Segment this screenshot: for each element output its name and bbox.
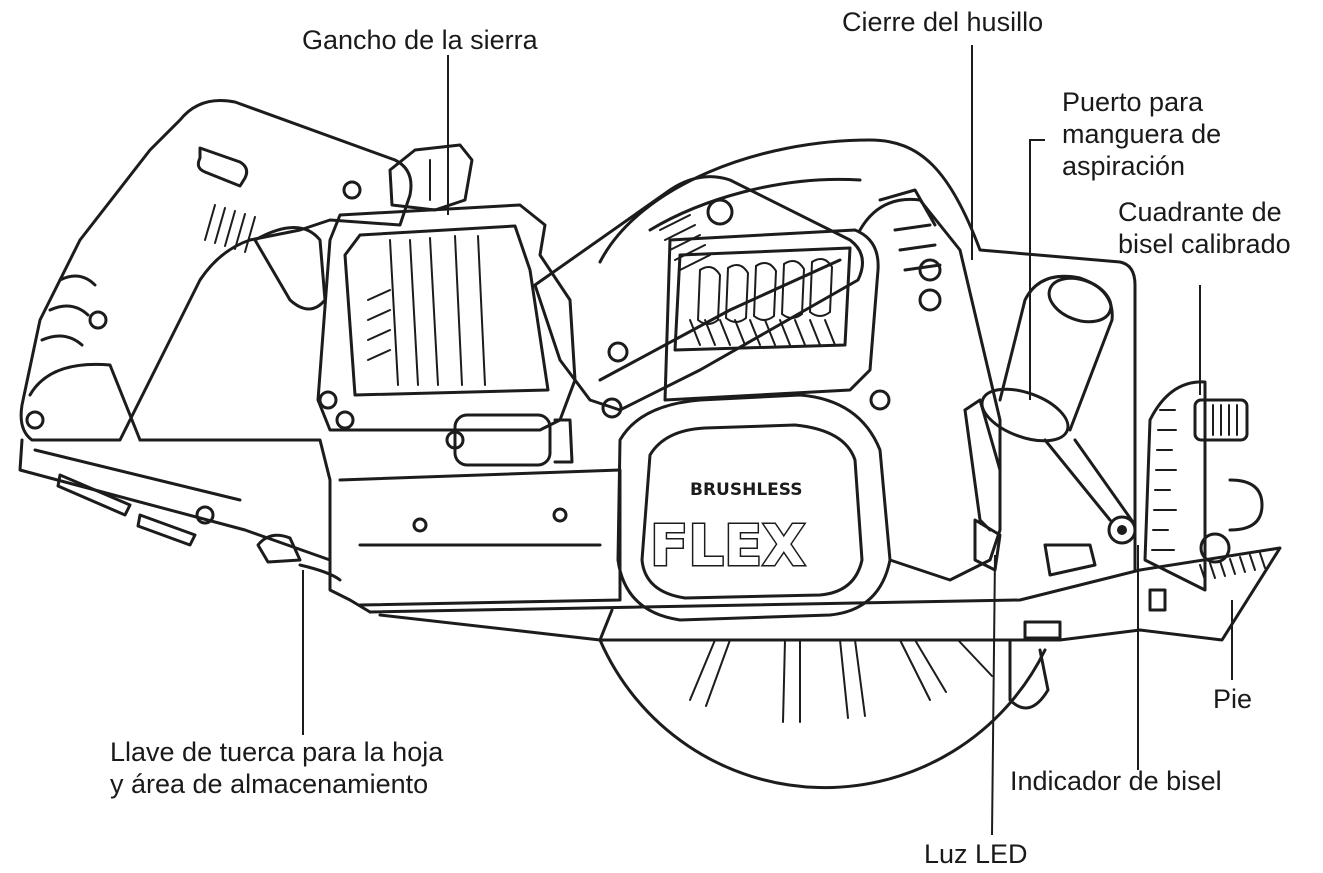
brushless-badge: BRUSHLESS <box>690 480 803 500</box>
label-dust-port-line-2: manguera de <box>1062 119 1222 149</box>
gearbox-cover: BRUSHLESS FLEX <box>616 389 892 622</box>
label-foot: Pie <box>1213 684 1253 714</box>
saw-blade <box>598 608 1050 790</box>
blade-wrench <box>256 533 342 582</box>
saw-body <box>18 98 413 614</box>
label-wrench-storage-line-1: Llave de tuerca para la hoja <box>110 737 444 767</box>
label-dust-port: Puerto para manguera de aspiración <box>1062 86 1221 182</box>
bevel-quadrant <box>1143 380 1264 592</box>
upper-blade-guard <box>598 138 1137 572</box>
saw-hook <box>316 203 577 467</box>
label-wrench-storage: Llave de tuerca para la hoja y área de a… <box>110 736 443 800</box>
label-led-light: Luz LED <box>924 839 1028 869</box>
label-saw-hook: Gancho de la sierra <box>302 25 538 55</box>
flex-logo: FLEX <box>650 514 805 579</box>
label-dust-port-line-1: Puerto para <box>1062 87 1204 117</box>
bevel-linkage <box>1043 438 1167 612</box>
top-bracket <box>388 143 474 212</box>
foot-shoe <box>338 468 1282 642</box>
dust-port <box>980 274 1114 443</box>
label-bevel-indicator: Indicador de bisel <box>1010 766 1222 796</box>
label-bevel-quadrant-line-2: bisel calibrado <box>1118 229 1291 259</box>
leader-puerto <box>1029 139 1045 400</box>
motor-housing <box>663 228 880 402</box>
leader-lines <box>302 45 1233 836</box>
label-wrench-storage-line-2: y área de almacenamiento <box>110 769 429 799</box>
label-spindle-lock: Cierre del husillo <box>842 7 1044 37</box>
leader-luz <box>991 554 996 836</box>
label-bevel-quadrant-line-1: Cuadrante de <box>1118 197 1282 227</box>
label-dust-port-line-3: aspiración <box>1062 151 1186 181</box>
label-bevel-quadrant: Cuadrante de bisel calibrado <box>1118 196 1291 260</box>
